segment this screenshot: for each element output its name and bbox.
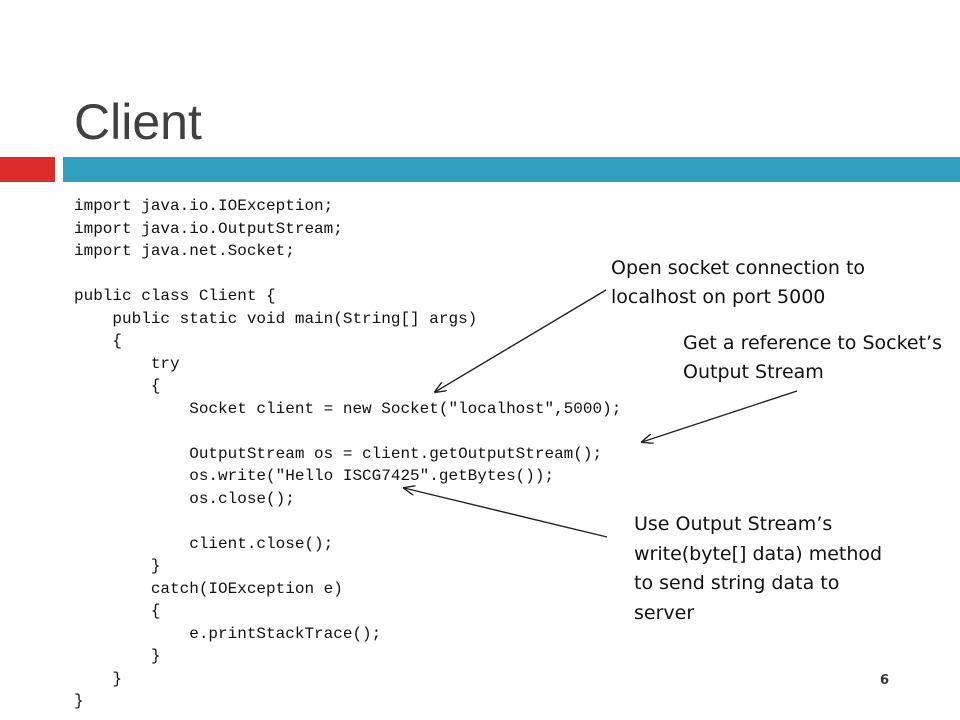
annotation-line: Use Output Stream’s xyxy=(634,513,833,535)
code-line: import java.io.OutputStream; xyxy=(74,219,343,238)
code-line: { xyxy=(74,377,161,395)
page-number: 6 xyxy=(880,673,890,688)
code-line: OutputStream os = client.getOutputStream… xyxy=(74,444,603,463)
code-line: { xyxy=(74,332,123,350)
arrow-to-write-line xyxy=(404,488,608,538)
code-line: } xyxy=(74,647,161,665)
code-line: os.write("Hello ISCG7425".getBytes()); xyxy=(74,467,555,485)
code-block: import java.io.IOException; import java.i… xyxy=(74,195,621,713)
code-line: os.close(); xyxy=(74,489,295,508)
annotation-open-socket: Open socket connection to localhost on p… xyxy=(611,254,865,312)
code-line: client.close(); xyxy=(74,534,334,553)
code-line: } xyxy=(74,557,161,575)
code-line: } xyxy=(74,692,84,710)
code-line: import java.net.Socket; xyxy=(74,242,295,260)
arrow-to-socket-line xyxy=(435,289,607,392)
code-line: catch(IOException e) xyxy=(74,579,343,598)
code-line: public class Client { xyxy=(74,287,276,305)
annotation-line: server xyxy=(634,601,695,624)
code-line: Socket client = new Socket("localhost",5… xyxy=(74,399,622,418)
title-accent-bar-teal xyxy=(63,157,960,182)
code-line: } xyxy=(74,669,123,688)
annotation-line: Output Stream xyxy=(683,361,824,383)
slide-title: Client xyxy=(74,94,202,150)
code-line: import java.io.IOException; xyxy=(74,197,334,215)
title-accent-bar-red xyxy=(0,157,55,182)
annotation-line: Open socket connection to xyxy=(611,257,866,279)
code-line: { xyxy=(74,602,161,620)
code-line: public static void main(String[] args) xyxy=(74,309,478,328)
arrow-to-output-stream-line xyxy=(642,390,798,442)
annotation-line: write(byte[] data) method xyxy=(634,542,883,565)
annotation-line: Get a reference to Socket’s xyxy=(683,332,942,354)
code-line: e.printStackTrace(); xyxy=(74,624,382,643)
annotation-line: localhost on port 5000 xyxy=(611,286,826,308)
annotation-output-stream: Get a reference to Socket’s Output Strea… xyxy=(683,329,942,387)
code-line: try xyxy=(74,354,180,373)
annotation-write-method: Use Output Stream’s write(byte[] data) m… xyxy=(634,510,882,628)
annotation-line: to send string data to xyxy=(634,572,840,594)
